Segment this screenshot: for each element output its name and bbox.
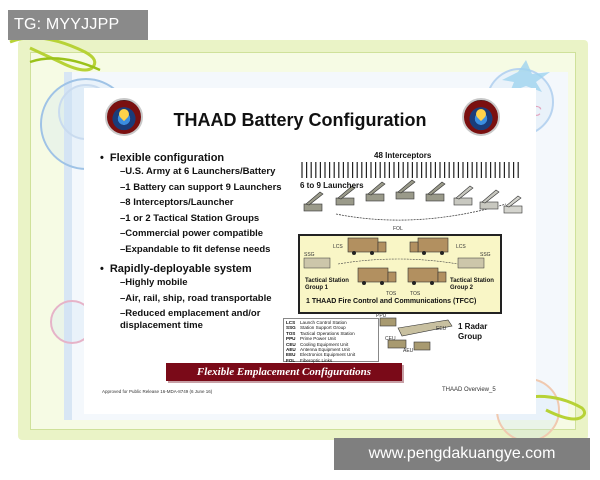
slide-footer: THAAD Overview_5 [442, 387, 496, 393]
lcs-left-label: LCS [333, 244, 343, 250]
emplacement-banner: Flexible Emplacement Configurations [166, 363, 402, 381]
radar-group-icon [379, 317, 453, 351]
bullet-list: Flexible configuration –U.S. Army at 6 L… [100, 150, 305, 332]
site-watermark: www.pengdakuangye.com [334, 438, 590, 470]
launchers-label: 6 to 9 Launchers [300, 181, 364, 190]
bullet-item: –Commercial power compatible [120, 228, 264, 239]
bullet-item: –8 Interceptors/Launcher [120, 197, 234, 208]
interceptors-label: 48 Interceptors [374, 151, 432, 160]
tos-2-label: TOS [410, 291, 421, 297]
bullet-item: –U.S. Army at 6 Launchers/Battery [120, 166, 276, 177]
bullet-item: –1 Battery can support 9 Launchers [120, 181, 282, 193]
tfcc-label: 1 THAAD Fire Control and Communications … [306, 298, 477, 305]
bullet-item: –Reduced emplacement and/or displacement… [120, 308, 261, 331]
tos-1-label: TOS [386, 291, 397, 297]
star-icon [502, 60, 550, 92]
tactical-group-1-label: Tactical Station Group 1 [305, 278, 349, 291]
tactical-group-2-label: Tactical Station Group 2 [450, 278, 494, 291]
mda-seal-icon [105, 98, 143, 136]
interceptor-row-icon [301, 162, 519, 178]
slide-title: THAAD Battery Configuration [173, 110, 427, 130]
ssg-right-label: SSG [480, 252, 491, 258]
radar-group-label: 1 Radar Group [458, 322, 488, 341]
ceu-label: CEU [385, 336, 396, 342]
tg-label: TG: MYYJJPP [8, 10, 148, 40]
bullet-item: –1 or 2 Tactical Station Groups [120, 212, 260, 224]
fol-label: FOL [393, 226, 403, 232]
lcs-right-label: LCS [456, 244, 466, 250]
battery-diagram [296, 148, 528, 316]
launcher-trucks-icon [303, 179, 523, 221]
ssg-left-label: SSG [304, 252, 315, 258]
aeu-label: AEU [403, 348, 414, 354]
bullet-heading: Flexible configuration [100, 152, 305, 164]
bullet-item: –Air, rail, ship, road transportable [120, 292, 272, 304]
bullet-item: –Highly mobile [120, 277, 188, 288]
eeu-label: EEU [436, 326, 447, 332]
tfcc-vehicles-icon [303, 237, 485, 285]
ppu-label: PPU [376, 313, 387, 319]
paperclip-icon [513, 394, 587, 421]
release-note: Approved for Public Release 16-MDA-8749 … [102, 389, 213, 394]
tfcc-box [298, 234, 502, 314]
mda-seal-icon [462, 98, 500, 136]
bullet-item: –Expandable to fit defense needs [120, 243, 271, 255]
bullet-heading: Rapidly-deployable system [100, 263, 305, 275]
